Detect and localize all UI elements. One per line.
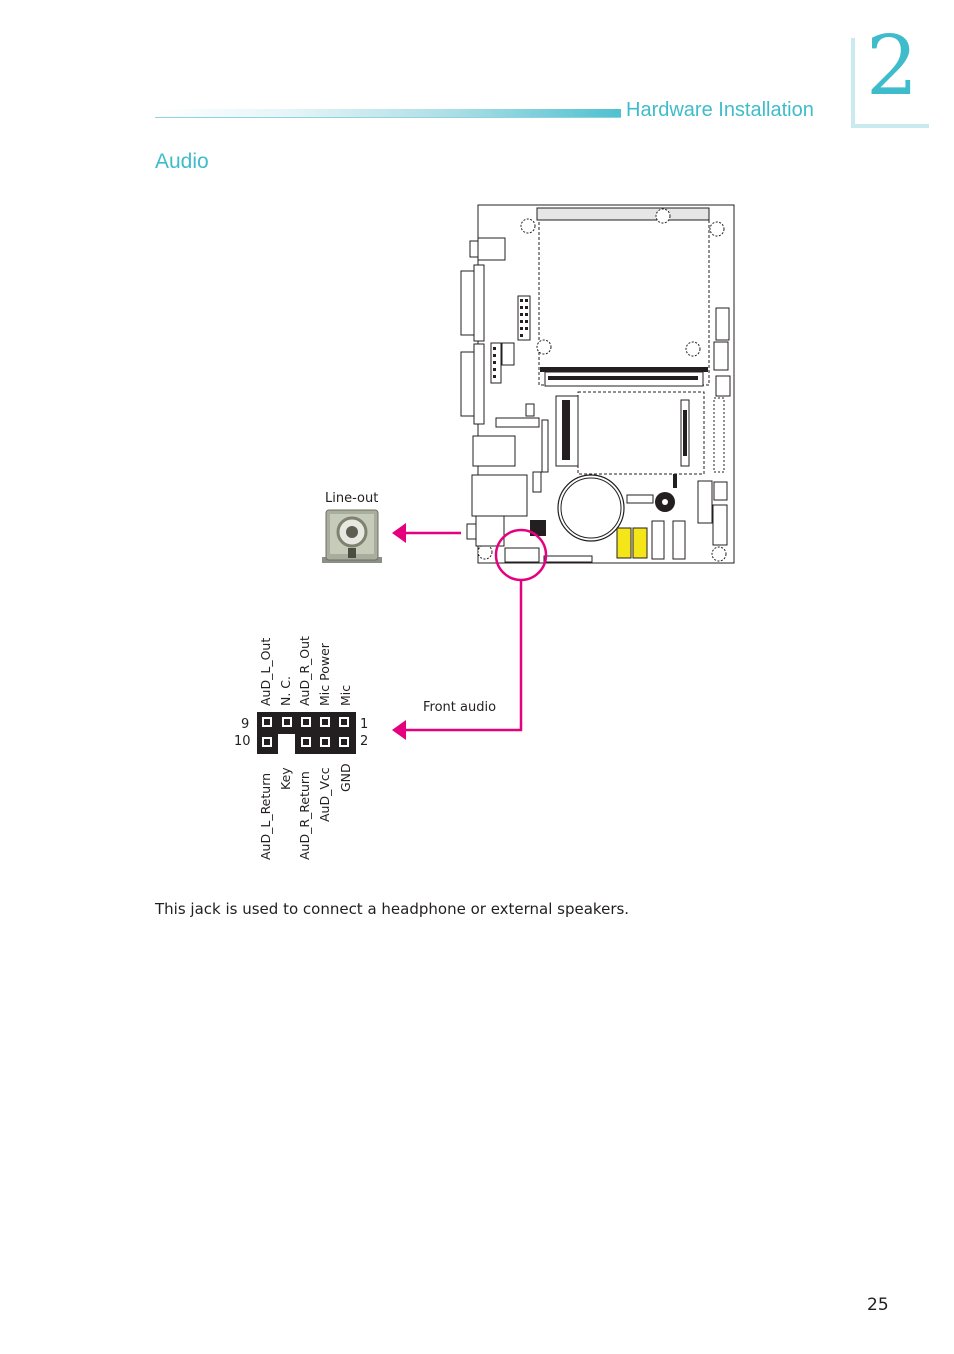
- chapter-number: 2: [866, 19, 919, 114]
- pin-number-9: 9: [241, 717, 250, 732]
- front-audio-arrow: [392, 720, 406, 740]
- pin-number-2: 2: [360, 734, 369, 749]
- line-out-arrow: [392, 523, 406, 543]
- chapter-box-border-bottom: [851, 124, 929, 128]
- pin-label-aud-r-out: AuD_R_Out: [297, 636, 312, 706]
- section-title: Audio: [155, 150, 209, 173]
- front-audio-callout-line: [405, 580, 523, 732]
- pin-label-key: Key: [278, 767, 293, 790]
- chapter-title: Hardware Installation: [626, 99, 814, 121]
- pin-label-aud-l-out: AuD_L_Out: [258, 637, 273, 706]
- pin-headers-left: [490, 295, 549, 493]
- pin-number-1: 1: [360, 717, 369, 732]
- pin-label-mic-power: Mic Power: [317, 643, 332, 706]
- mini-pcie-area: [577, 391, 705, 475]
- front-audio-header: [504, 547, 540, 563]
- sata-2: [672, 520, 686, 560]
- chapter-box-border: [851, 38, 855, 128]
- fan-header: [715, 307, 730, 341]
- battery: [557, 474, 625, 542]
- top-slot: [536, 207, 710, 221]
- pin-label-aud-r-return: AuD_R_Return: [297, 771, 312, 860]
- lan-port: [471, 474, 528, 517]
- yellow-jumpers: [616, 527, 648, 559]
- serial-port-2: [473, 343, 485, 425]
- page-number: 25: [867, 1295, 889, 1315]
- mounting-holes: [477, 208, 727, 562]
- pin-label-aud-l-return: AuD_L_Return: [258, 772, 273, 860]
- usb-port: [472, 435, 516, 467]
- sata-1: [651, 520, 665, 560]
- header-gradient-bar: [155, 109, 621, 118]
- front-audio-label: Front audio: [423, 700, 497, 715]
- line-out-jack-icon: [322, 509, 382, 563]
- pin-label-aud-vcc: AuD_Vcc: [317, 767, 332, 822]
- pin-label-nc: N. C.: [278, 676, 293, 706]
- pin-header-block: [257, 712, 356, 754]
- pin-label-mic: Mic: [338, 684, 353, 706]
- header-rule: [155, 117, 621, 118]
- serial-port-1: [473, 264, 485, 342]
- body-paragraph: This jack is used to connect a headphone…: [155, 900, 630, 918]
- pin-label-gnd: GND: [338, 763, 353, 792]
- pin-number-10: 10: [234, 734, 251, 749]
- so-dimm-slot: [540, 367, 708, 372]
- line-out-label: Line-out: [325, 491, 379, 506]
- dc-jack: [477, 237, 506, 261]
- chip: [530, 520, 546, 536]
